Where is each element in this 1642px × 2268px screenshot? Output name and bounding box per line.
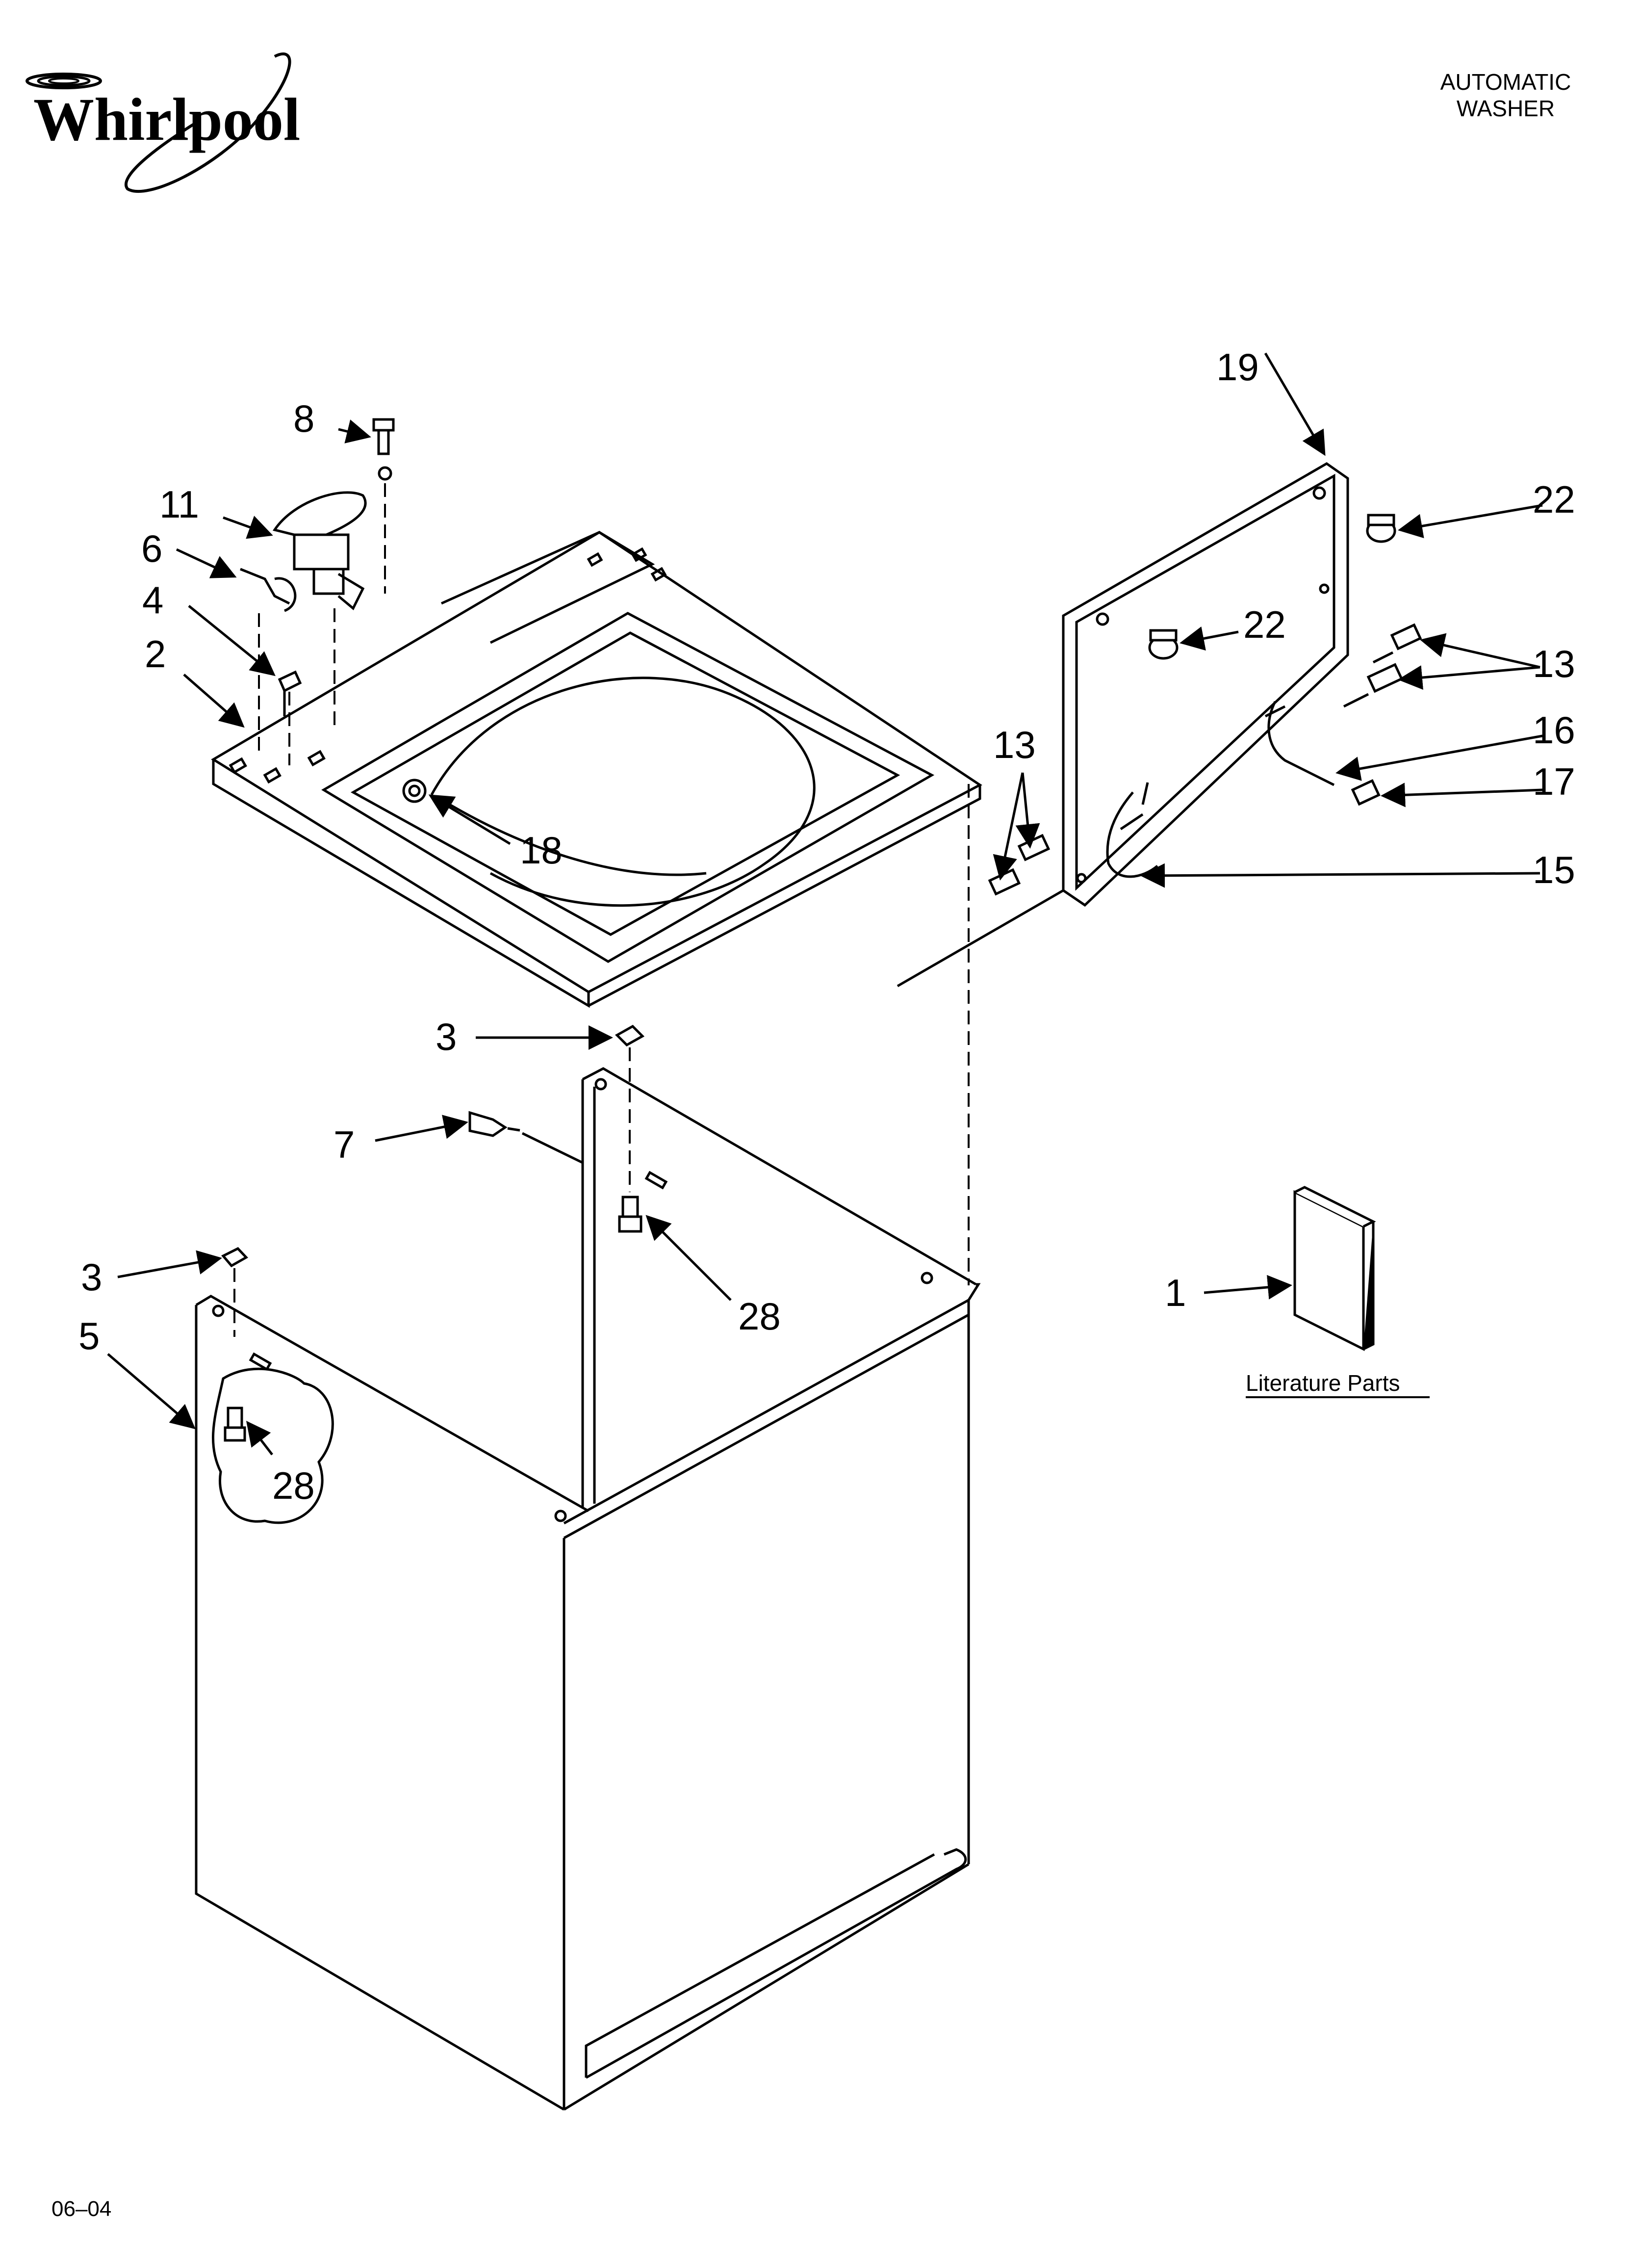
brand-wordmark: Whirlpool xyxy=(33,86,300,153)
plug-22-top xyxy=(1366,514,1396,543)
callout-7: 7 xyxy=(334,1123,355,1166)
callout-3-lower: 3 xyxy=(81,1255,102,1299)
cabinet xyxy=(195,1067,981,2111)
assembly-lines-top xyxy=(258,483,386,765)
callout-28-lower: 28 xyxy=(272,1464,315,1507)
callout-4: 4 xyxy=(142,578,163,622)
product-line-1: AUTOMATIC xyxy=(1440,69,1571,95)
fitting-17 xyxy=(1351,779,1381,806)
callout-11: 11 xyxy=(159,483,199,526)
screw-28-lower xyxy=(224,1407,246,1442)
callout-5: 5 xyxy=(78,1314,100,1357)
wire-clip xyxy=(240,568,297,612)
screw-7 xyxy=(468,1111,520,1137)
clip-nut-3-upper xyxy=(615,1024,645,1047)
plug-22-mid xyxy=(1148,629,1179,660)
callout-2: 2 xyxy=(145,632,166,676)
product-line-2: WASHER xyxy=(1456,96,1555,121)
clip-nut-3-lower xyxy=(221,1247,249,1268)
cabinet-fasteners xyxy=(221,1024,645,1442)
literature-parts-label: Literature Parts xyxy=(1246,1370,1400,1396)
top-panel xyxy=(211,531,982,1008)
callout-22-top: 22 xyxy=(1533,478,1575,521)
screw-13-upper-right xyxy=(1372,623,1422,664)
callout-labels: 8 11 6 4 2 18 19 22 22 13 13 16 17 15 3 … xyxy=(78,345,1575,1507)
callout-17: 17 xyxy=(1533,760,1575,803)
callout-16: 16 xyxy=(1533,708,1575,752)
callout-15: 15 xyxy=(1533,848,1575,891)
callout-8: 8 xyxy=(293,397,314,440)
literature-booklet xyxy=(1293,1186,1376,1352)
lid-switch-assembly xyxy=(272,491,367,610)
assembly-lines-cabinet xyxy=(233,784,970,1337)
callout-13-left: 13 xyxy=(993,723,1036,766)
callout-18: 18 xyxy=(520,829,563,872)
callout-28-upper: 28 xyxy=(738,1295,781,1338)
rear-panel xyxy=(897,462,1349,988)
callout-13-right: 13 xyxy=(1533,642,1575,685)
callout-22-mid: 22 xyxy=(1243,603,1286,646)
screw-28-upper xyxy=(618,1196,642,1233)
screw-8 xyxy=(372,418,395,481)
callout-1: 1 xyxy=(1165,1271,1186,1314)
leader-arrows xyxy=(107,352,1543,1456)
screw-13-lower-left xyxy=(988,868,1021,896)
clip-nut-4 xyxy=(278,670,302,716)
screw-13-upper-left xyxy=(1017,834,1051,861)
callout-6: 6 xyxy=(141,527,162,570)
callout-19: 19 xyxy=(1216,345,1259,389)
screw-13-lower-right xyxy=(1343,663,1404,708)
date-code: 06–04 xyxy=(51,2197,112,2221)
screw-7-leader xyxy=(521,1132,584,1164)
swirl-icon xyxy=(26,73,102,89)
whirlpool-logo: Whirlpool xyxy=(26,52,300,193)
logo-flourish xyxy=(124,52,291,193)
product-title: AUTOMATIC WASHER xyxy=(1412,69,1599,122)
callout-3-upper: 3 xyxy=(436,1015,457,1058)
